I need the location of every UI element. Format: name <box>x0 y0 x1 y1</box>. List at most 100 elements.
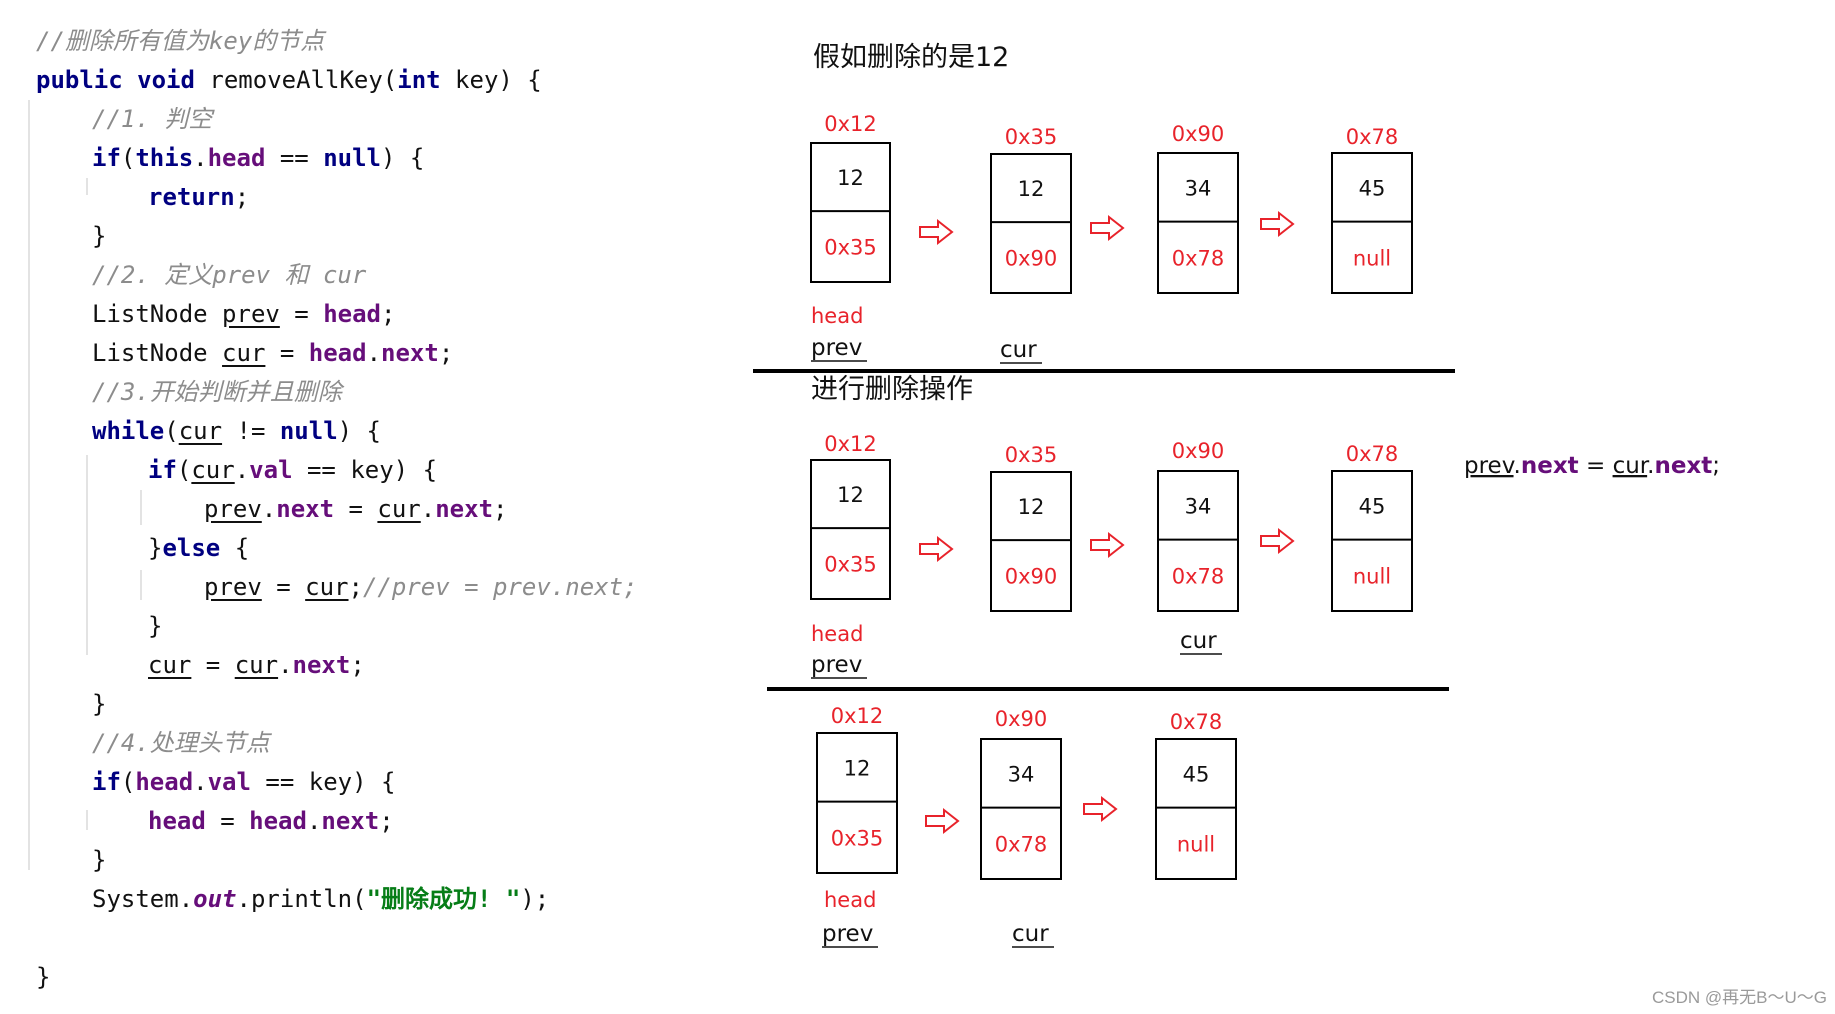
node-box <box>1157 152 1239 294</box>
node-box <box>1155 738 1237 880</box>
code-token: next <box>381 339 439 367</box>
code-token: . <box>420 495 436 523</box>
code-token: . <box>306 807 322 835</box>
node-next: 0x78 <box>1172 564 1225 588</box>
code-token: ListNode <box>92 339 223 367</box>
next-arrow-icon <box>1090 531 1125 559</box>
code-token: prev <box>204 495 262 523</box>
node-value: 45 <box>1183 762 1210 786</box>
node-address: 0x90 <box>1172 122 1225 146</box>
node-value: 34 <box>1008 762 1035 786</box>
code-token: = <box>265 339 309 367</box>
code-token: = <box>334 495 378 523</box>
code-token: this <box>135 144 194 172</box>
code-token: cur <box>305 573 349 601</box>
code-line: } <box>92 845 106 875</box>
node-box <box>1331 152 1413 294</box>
code-token: != <box>222 417 280 445</box>
indent-guide <box>86 455 88 655</box>
node-address: 0x78 <box>1346 442 1399 466</box>
pointer-label-head: head <box>824 888 876 912</box>
code-line: head = head.next; <box>148 806 394 836</box>
node-next: 0x78 <box>1172 246 1225 270</box>
node-address: 0x12 <box>831 704 884 728</box>
code-token: cur <box>148 651 192 679</box>
node-next: null <box>1353 564 1391 588</box>
code-token: head <box>323 300 381 328</box>
code-line: //1. 判空 <box>92 104 212 134</box>
code-token: ; <box>493 495 508 523</box>
code-token: . <box>278 651 293 679</box>
code-token: public <box>36 66 123 94</box>
node-box <box>990 153 1072 294</box>
node-value: 45 <box>1359 176 1386 200</box>
pointer-label-cur: cur <box>1180 628 1217 654</box>
pointer-label-cur: cur <box>1000 337 1037 363</box>
code-token: cur <box>377 495 421 523</box>
code-token: { <box>220 534 250 562</box>
code-token: . <box>1514 453 1521 479</box>
section-title: 假如删除的是12 <box>813 42 1009 73</box>
code-token: . <box>193 144 208 172</box>
code-token: ( <box>120 144 136 172</box>
code-token: int <box>397 66 441 94</box>
code-token: //2. 定义prev 和 cur <box>92 261 367 289</box>
code-token: removeAllKey( <box>194 66 398 94</box>
code-line: prev.next = cur.next; <box>204 494 507 524</box>
code-token: head <box>249 807 307 835</box>
code-line: System.out.println("删除成功! "); <box>92 884 549 914</box>
code-token: next <box>276 495 335 523</box>
node-box <box>810 459 891 600</box>
code-token: ; <box>381 300 396 328</box>
code-token: while <box>92 417 165 445</box>
code-token: } <box>92 690 107 718</box>
next-arrow-icon <box>1090 214 1125 242</box>
next-arrow-icon <box>1260 210 1295 238</box>
code-token: } <box>148 612 163 640</box>
code-token: cur <box>222 339 266 367</box>
code-token: val <box>207 768 251 796</box>
node-box <box>1157 470 1239 612</box>
code-token: ) { <box>381 144 425 172</box>
next-arrow-icon <box>925 807 960 835</box>
code-token: //prev = prev.next; <box>362 573 638 601</box>
code-token: cur <box>178 417 223 445</box>
code-token: cur <box>191 456 235 484</box>
code-line: } <box>92 689 106 719</box>
code-token: next <box>292 651 351 679</box>
node-box <box>980 738 1062 880</box>
code-token: val <box>249 456 293 484</box>
node-next: null <box>1353 246 1391 270</box>
code-token: = <box>1579 453 1613 479</box>
next-arrow-icon <box>1260 527 1295 555</box>
node-address: 0x12 <box>824 432 877 456</box>
pointer-label-cur: cur <box>1012 921 1049 947</box>
code-token: if <box>92 144 121 172</box>
side-code: prev.next = cur.next; <box>1464 453 1720 479</box>
code-line: ListNode cur = head.next; <box>92 338 453 368</box>
node-address: 0x35 <box>1005 125 1058 149</box>
code-token: ; <box>348 573 363 601</box>
next-arrow-icon <box>1083 795 1118 823</box>
pointer-label-prev: prev <box>811 652 862 678</box>
code-line: //4.处理头节点 <box>92 728 270 758</box>
node-box <box>810 142 891 283</box>
code-token: .println( <box>236 885 367 913</box>
pointer-label-head: head <box>811 622 863 646</box>
node-next: 0x78 <box>995 832 1048 856</box>
code-token: = <box>191 651 235 679</box>
code-token: //3.开始判断并且删除 <box>92 378 342 406</box>
pointer-label-prev: prev <box>822 921 873 947</box>
code-line: prev = cur;//prev = prev.next; <box>204 572 638 602</box>
code-line: cur = cur.next; <box>148 650 365 680</box>
indent-guide <box>86 810 88 830</box>
code-token: } <box>92 222 107 250</box>
code-line: } <box>92 221 106 251</box>
code-line: public void removeAllKey(int key) { <box>36 65 542 95</box>
code-token: prev <box>1464 453 1515 479</box>
code-line: //3.开始判断并且删除 <box>92 377 342 407</box>
node-address: 0x90 <box>995 707 1048 731</box>
code-line: if(cur.val == key) { <box>148 455 437 485</box>
node-next: 0x90 <box>1005 565 1058 589</box>
